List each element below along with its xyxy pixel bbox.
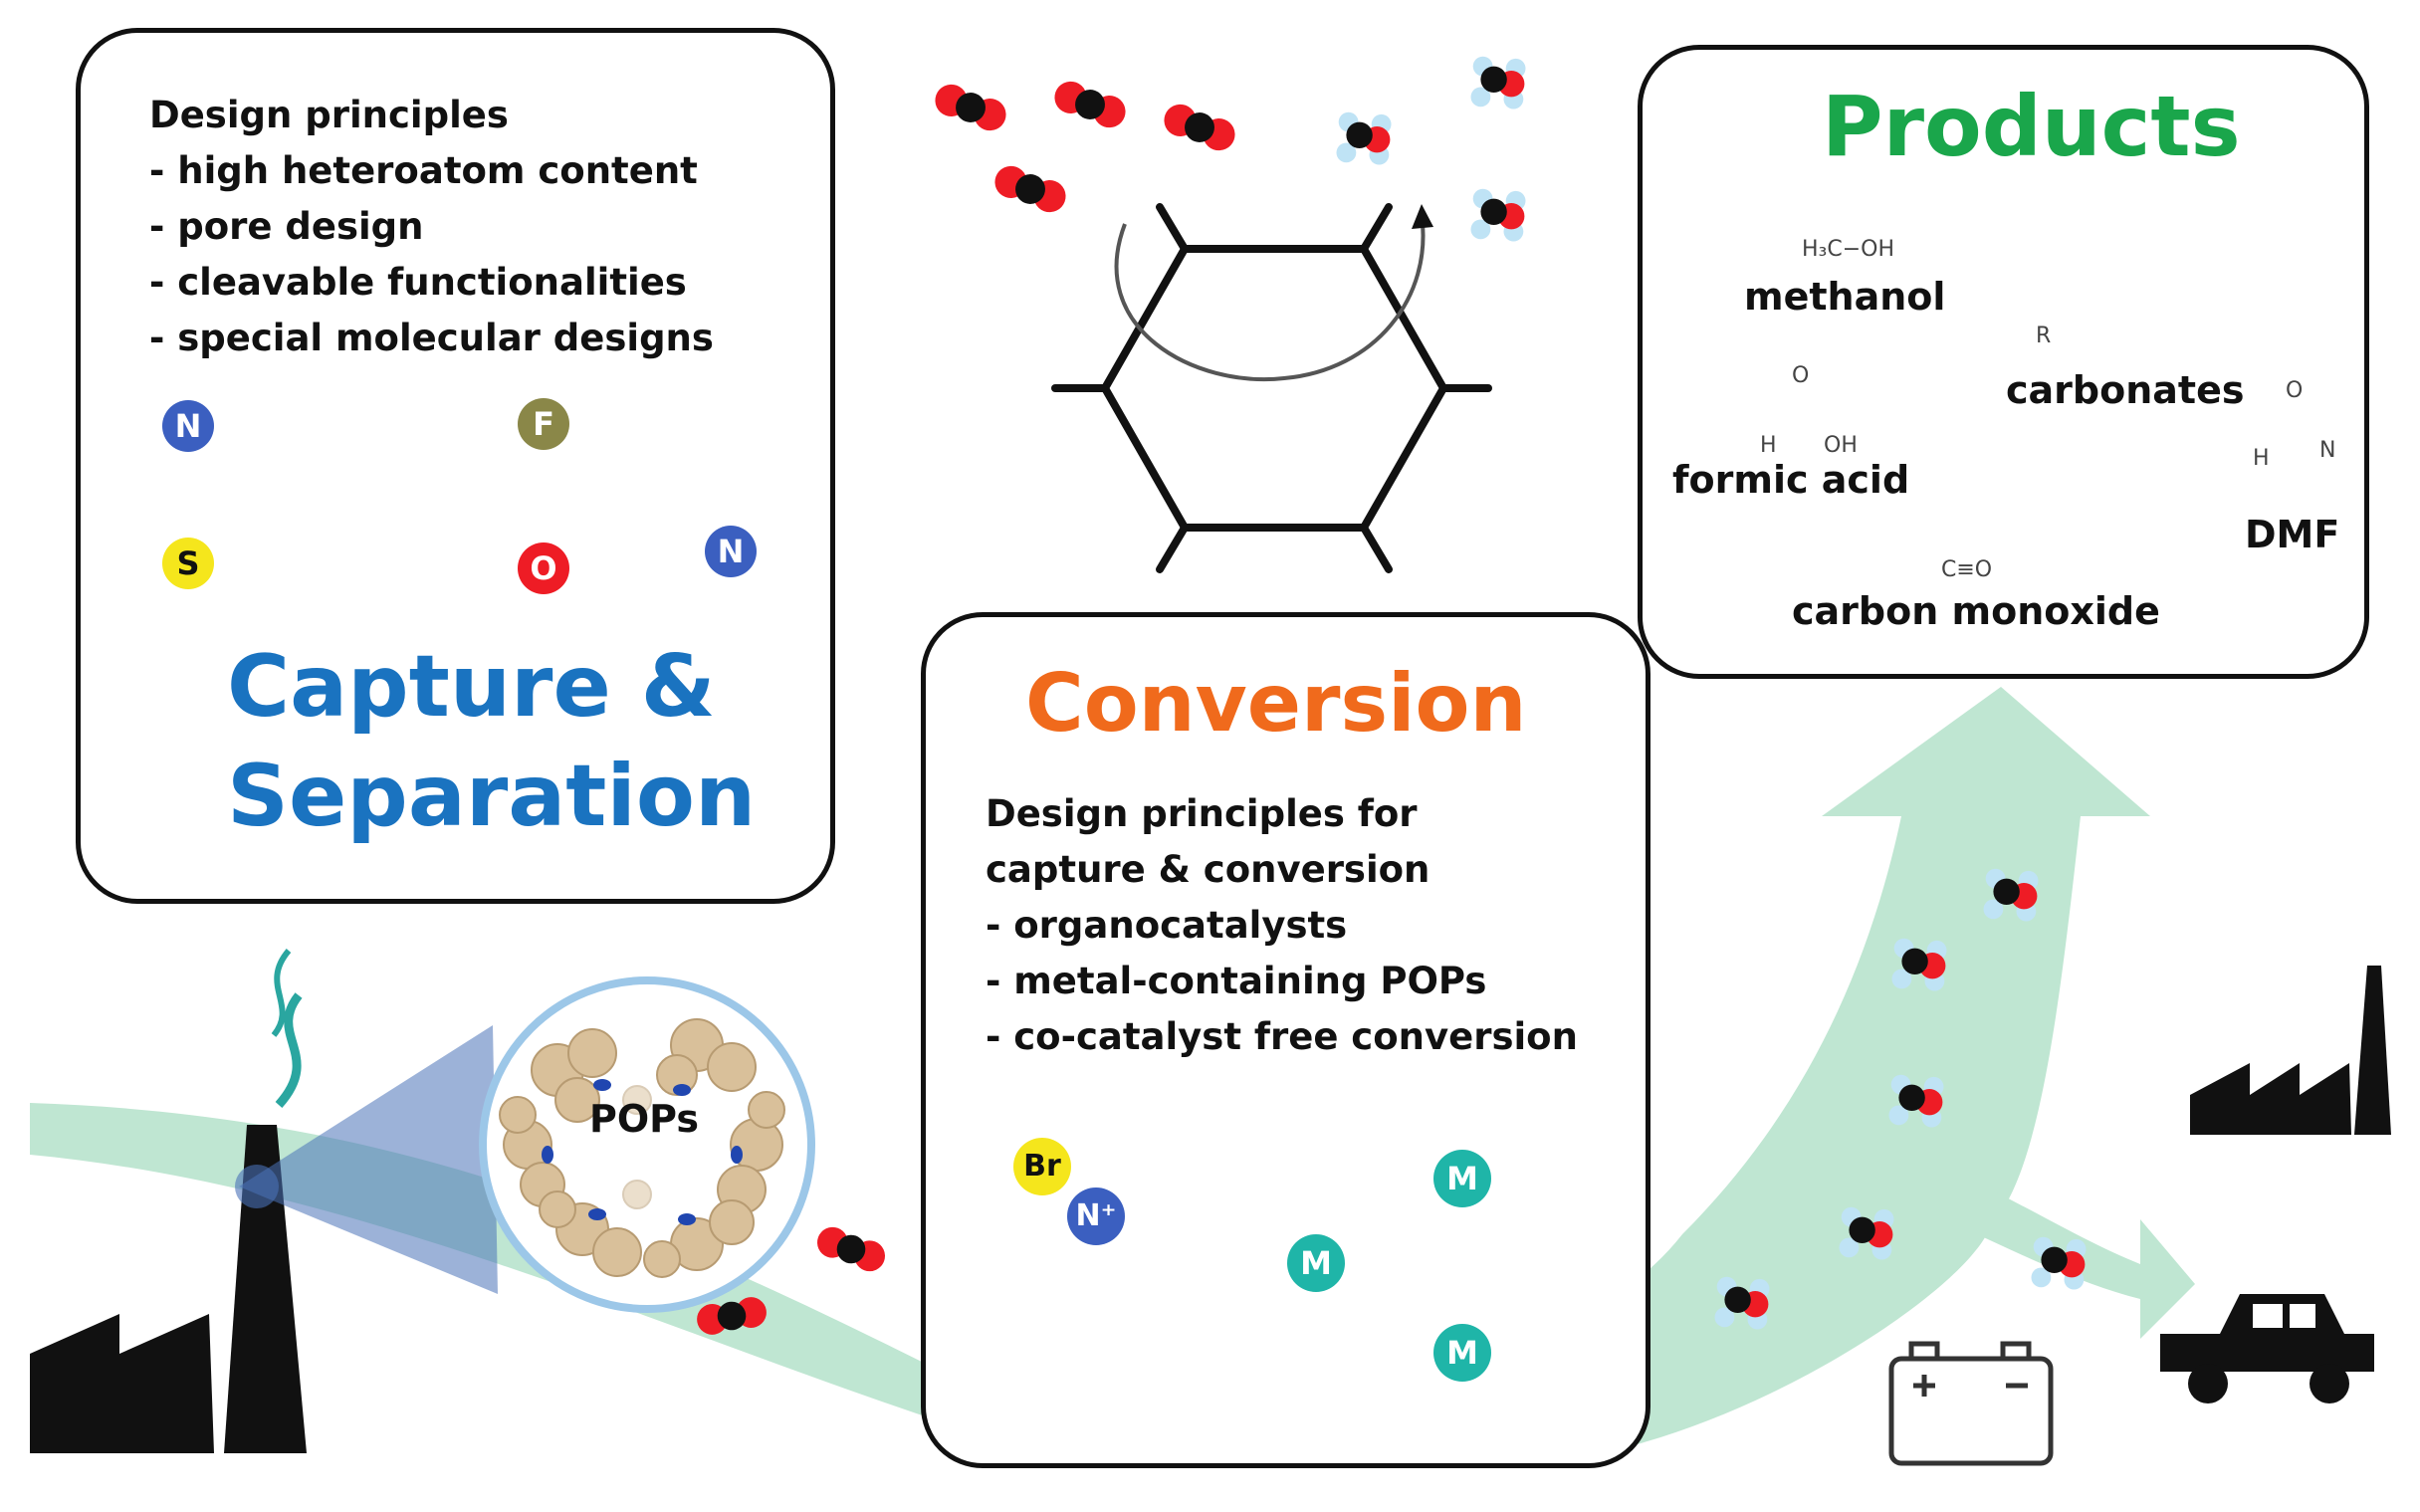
co-formula: C≡O: [1941, 557, 1993, 582]
atom-m: M: [1287, 1234, 1345, 1292]
capture-principles: Design principles - high heteroatom cont…: [149, 88, 714, 366]
conversion-heading: Design principles for: [986, 792, 1418, 835]
smokestack: [30, 1125, 307, 1453]
methanol-label: methanol: [1744, 275, 1946, 319]
methanol-formula: H₃C−OH: [1802, 237, 1895, 262]
atom-n-pyrrolidine: N: [705, 526, 757, 577]
atom-n-thiomorpholine: N: [162, 400, 214, 452]
product-molecule: [1839, 1206, 1894, 1260]
formic-h: H: [1760, 433, 1777, 458]
product-molecule: [1714, 1276, 1770, 1330]
pops-nitrogen: [542, 1079, 743, 1225]
product-molecule: [1891, 938, 1947, 991]
atom-s: S: [162, 538, 214, 589]
capture-title-line2: Separation: [227, 747, 757, 846]
carbonates-r: R: [2036, 324, 2052, 348]
principle-item: - cleavable functionalities: [149, 261, 687, 304]
dmf-o: O: [2286, 378, 2304, 403]
principle-item: - pore design: [149, 205, 424, 248]
formic-oh: OH: [1824, 433, 1858, 458]
conversion-heading: capture & conversion: [986, 848, 1430, 891]
capture-title-line1: Capture &: [227, 637, 716, 737]
co2-molecule: [1164, 104, 1235, 151]
carbonates-label: carbonates: [2006, 368, 2245, 412]
product-molecule: [2031, 1236, 2087, 1290]
atom-m: M: [1433, 1324, 1491, 1382]
atom-m: M: [1433, 1150, 1491, 1207]
smoke: [275, 992, 303, 1109]
atom-o: O: [518, 542, 569, 594]
pops-cage: [499, 1018, 785, 1278]
capture-separation-box: [76, 28, 835, 904]
atom-br: Br: [1013, 1138, 1071, 1195]
zoom-cone: [239, 1025, 498, 1294]
principle-item: - co-catalyst free conversion: [986, 1015, 1578, 1058]
co2-molecule: [697, 1297, 767, 1335]
co2-molecule: [1054, 81, 1126, 128]
battery-icon: [1888, 1341, 2054, 1466]
carbon-monoxide-label: carbon monoxide: [1792, 589, 2160, 633]
dmf-h: H: [2253, 446, 2270, 471]
co2-molecule: [994, 165, 1066, 213]
pops-label: POPs: [589, 1097, 699, 1141]
products-box: [1638, 45, 2369, 679]
factory-right: [2190, 966, 2391, 1135]
capture-hexagon: [1051, 203, 1492, 573]
conversion-box: [921, 612, 1650, 1468]
smoke: [271, 949, 292, 1037]
dmf-label: DMF: [2245, 513, 2340, 556]
product-molecule: [1983, 868, 2039, 922]
product-molecule: [1470, 188, 1526, 242]
principle-item: - organocatalysts: [986, 904, 1348, 947]
co2-molecule: [935, 84, 1006, 131]
product-molecule: [1888, 1074, 1944, 1128]
formic-acid-label: formic acid: [1672, 458, 1910, 502]
conversion-title: Conversion: [1025, 657, 1527, 750]
principle-item: - metal-containing POPs: [986, 960, 1487, 1002]
products-title: Products: [1822, 78, 2241, 175]
atom-n-plus: N⁺: [1067, 1188, 1125, 1245]
cycle-arrow: [1114, 213, 1426, 382]
product-molecule: [1336, 111, 1392, 165]
conversion-principles: Design principles for capture & conversi…: [986, 786, 1578, 1065]
principle-item: - special molecular designs: [149, 317, 714, 359]
capture-heading: Design principles: [149, 94, 509, 136]
product-molecule: [1470, 56, 1526, 109]
principle-item: - high heteroatom content: [149, 149, 698, 192]
atom-f: F: [518, 398, 569, 450]
co2-molecule: [816, 1226, 886, 1272]
dmf-n: N: [2319, 438, 2336, 463]
formic-o: O: [1792, 363, 1810, 388]
